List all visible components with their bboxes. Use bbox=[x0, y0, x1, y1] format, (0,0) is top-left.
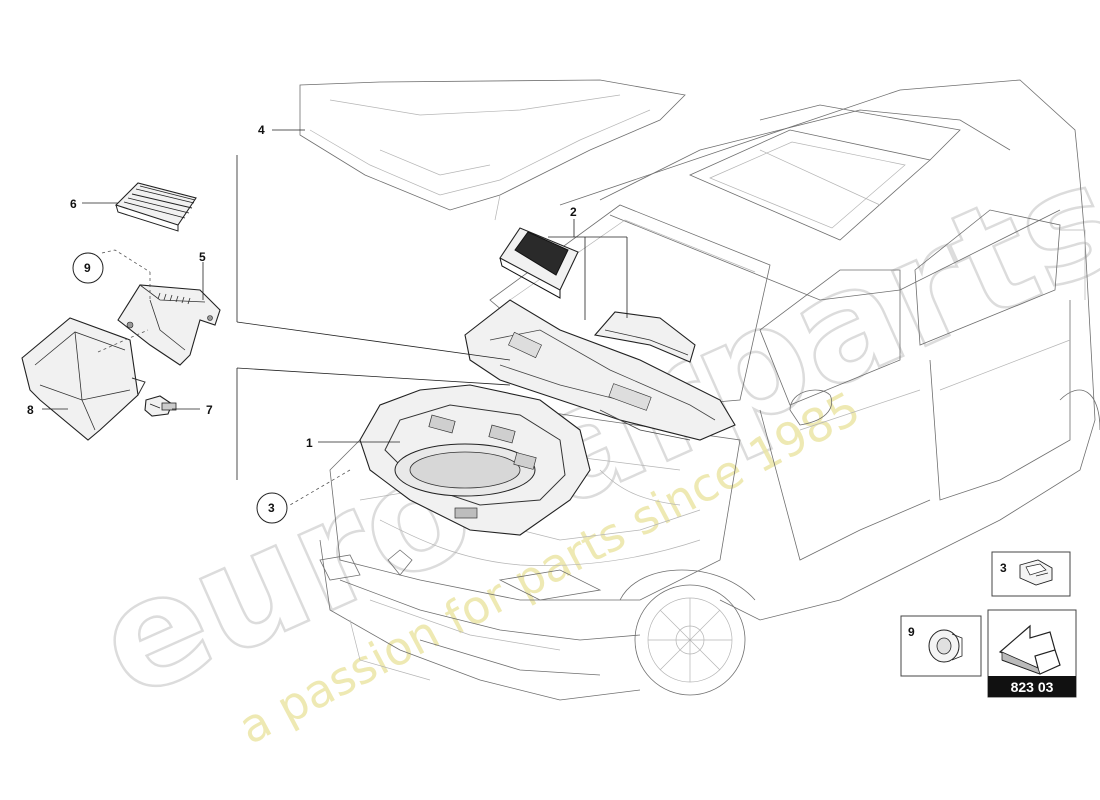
callouts: 4 6 9 5 8 7 1 3 2 bbox=[27, 123, 577, 524]
legend-nut: 9 bbox=[900, 615, 982, 677]
hood-outline bbox=[299, 79, 686, 221]
part-1-hood-insulation bbox=[359, 384, 591, 536]
callout-5: 5 bbox=[199, 250, 206, 264]
part-5-bracket bbox=[117, 284, 221, 366]
legend-clip: 3 bbox=[991, 551, 1071, 597]
callout-8: 8 bbox=[27, 403, 34, 417]
arrow-icon bbox=[998, 624, 1061, 675]
callout-1: 1 bbox=[306, 436, 313, 450]
callout-3-circle bbox=[256, 492, 288, 524]
nut-icon bbox=[928, 629, 963, 663]
callout-6: 6 bbox=[70, 197, 77, 211]
ref-number-bar bbox=[988, 676, 1076, 697]
ref-number: 823 03 bbox=[1011, 679, 1054, 695]
assembly-lines bbox=[97, 249, 351, 506]
clip-icon bbox=[1019, 559, 1053, 586]
legend-nut-label: 9 bbox=[908, 625, 915, 639]
legend-clip-label: 3 bbox=[1000, 561, 1007, 575]
callout-2: 2 bbox=[570, 205, 577, 219]
reference-badge: 823 03 bbox=[987, 609, 1077, 698]
callout-9: 9 bbox=[84, 261, 91, 275]
part-8-housing bbox=[21, 317, 146, 441]
leader-lines bbox=[42, 129, 628, 480]
part-7-connector bbox=[144, 395, 177, 417]
callout-7: 7 bbox=[206, 403, 213, 417]
callout-9-circle bbox=[72, 252, 104, 284]
callout-4: 4 bbox=[258, 123, 265, 137]
part-6-grille bbox=[114, 182, 197, 232]
part-2-filter bbox=[499, 227, 579, 299]
callout-3: 3 bbox=[268, 501, 275, 515]
part-2-cover bbox=[593, 311, 696, 363]
cowl-panel bbox=[464, 299, 736, 441]
